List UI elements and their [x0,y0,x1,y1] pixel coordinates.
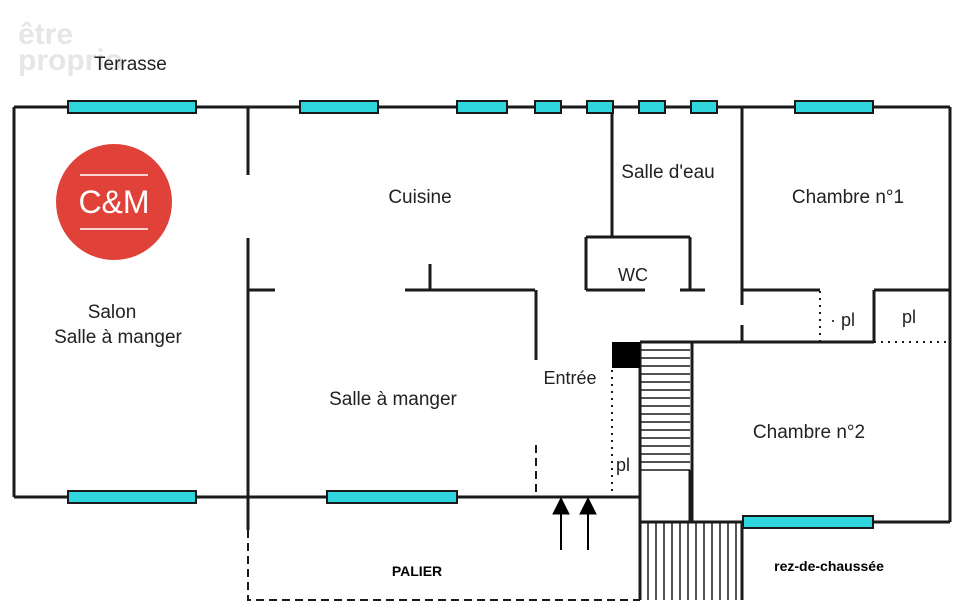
staircase-lower [647,522,737,600]
window-chambre1 [794,100,874,114]
label-chambre1: Chambre n°1 [792,187,904,208]
window-small-1 [534,100,562,114]
windows [67,100,874,529]
palier-outline [247,530,640,601]
room-labels: Terrasse Cuisine Salle d'eau Chambre n°1… [54,54,916,579]
window-chambre2 [742,515,874,529]
label-rez-de-chaussee: rez-de-chaussée [774,558,884,574]
label-pl-small: · pl [830,310,855,330]
logo-circle [56,144,172,260]
watermark-line2: proprio [18,44,123,77]
entrance-arrows [552,496,597,550]
window-salle-manger-bottom [326,490,458,504]
dashed-lines [247,290,950,601]
staircase-upper [640,349,690,471]
logo-text: C&M [78,184,149,220]
label-entree: Entrée [543,368,596,388]
label-salle-manger: Salle à manger [329,389,457,410]
cm-logo: C&M [56,144,172,260]
window-salon-bottom [67,490,197,504]
label-cuisine: Cuisine [388,187,451,208]
label-wc: WC [618,265,648,285]
label-salon: Salon [88,302,137,323]
label-salon-salle-manger: Salle à manger [54,327,182,348]
window-cuisine [299,100,379,114]
label-palier: PALIER [392,563,442,579]
window-small-2 [586,100,614,114]
window-terrasse-salon [67,100,197,114]
window-cuisine-2 [456,100,508,114]
window-small-3 [638,100,666,114]
window-small-4 [690,100,718,114]
watermark: être proprio [18,18,123,77]
label-pl-right: pl [902,307,916,327]
label-terrasse: Terrasse [94,54,167,75]
watermark-line1: être [18,18,73,51]
label-pl-stairs: pl [616,455,630,475]
column-block [612,342,640,368]
label-salle-eau: Salle d'eau [621,162,714,183]
label-chambre2: Chambre n°2 [753,422,865,443]
